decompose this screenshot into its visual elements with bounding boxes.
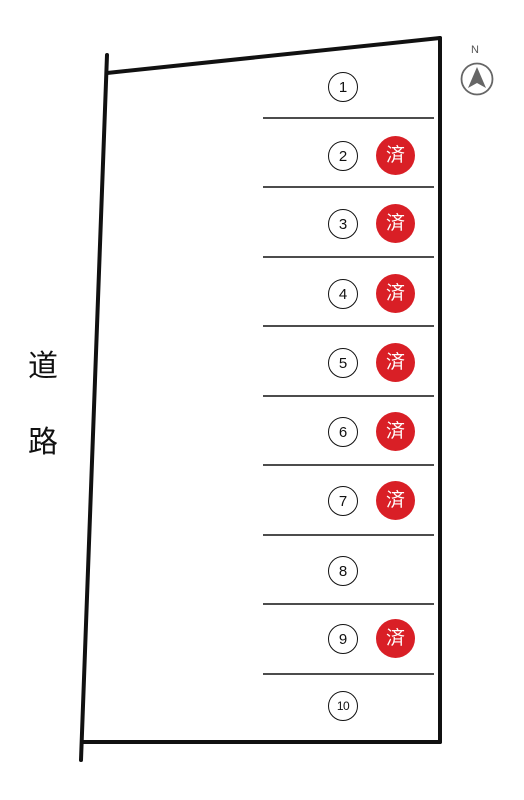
road-label-char: 道 bbox=[28, 349, 58, 384]
compass-north-arrow-icon bbox=[460, 62, 494, 96]
sold-badge: 済 bbox=[376, 274, 415, 313]
sold-badge: 済 bbox=[376, 136, 415, 175]
lot-number: 4 bbox=[328, 279, 358, 309]
lot-number: 7 bbox=[328, 486, 358, 516]
lot-number: 2 bbox=[328, 141, 358, 171]
lot-number: 10 bbox=[328, 691, 358, 721]
lot-dividers bbox=[263, 117, 434, 675]
sold-badge: 済 bbox=[376, 412, 415, 451]
lot-number: 6 bbox=[328, 417, 358, 447]
lot-number: 9 bbox=[328, 624, 358, 654]
sold-badge: 済 bbox=[376, 343, 415, 382]
site-boundary bbox=[79, 36, 442, 762]
lot-number: 1 bbox=[328, 72, 358, 102]
lot-number: 8 bbox=[328, 556, 358, 586]
compass-north-label: N bbox=[471, 44, 479, 56]
road-edge-line bbox=[79, 53, 109, 762]
road-label-char: 路 bbox=[28, 425, 58, 460]
lot-number: 5 bbox=[328, 348, 358, 378]
sold-badge: 済 bbox=[376, 481, 415, 520]
lot-number: 3 bbox=[328, 209, 358, 239]
top-boundary-line bbox=[105, 36, 442, 75]
sold-badge: 済 bbox=[376, 204, 415, 243]
sold-badge: 済 bbox=[376, 619, 415, 658]
